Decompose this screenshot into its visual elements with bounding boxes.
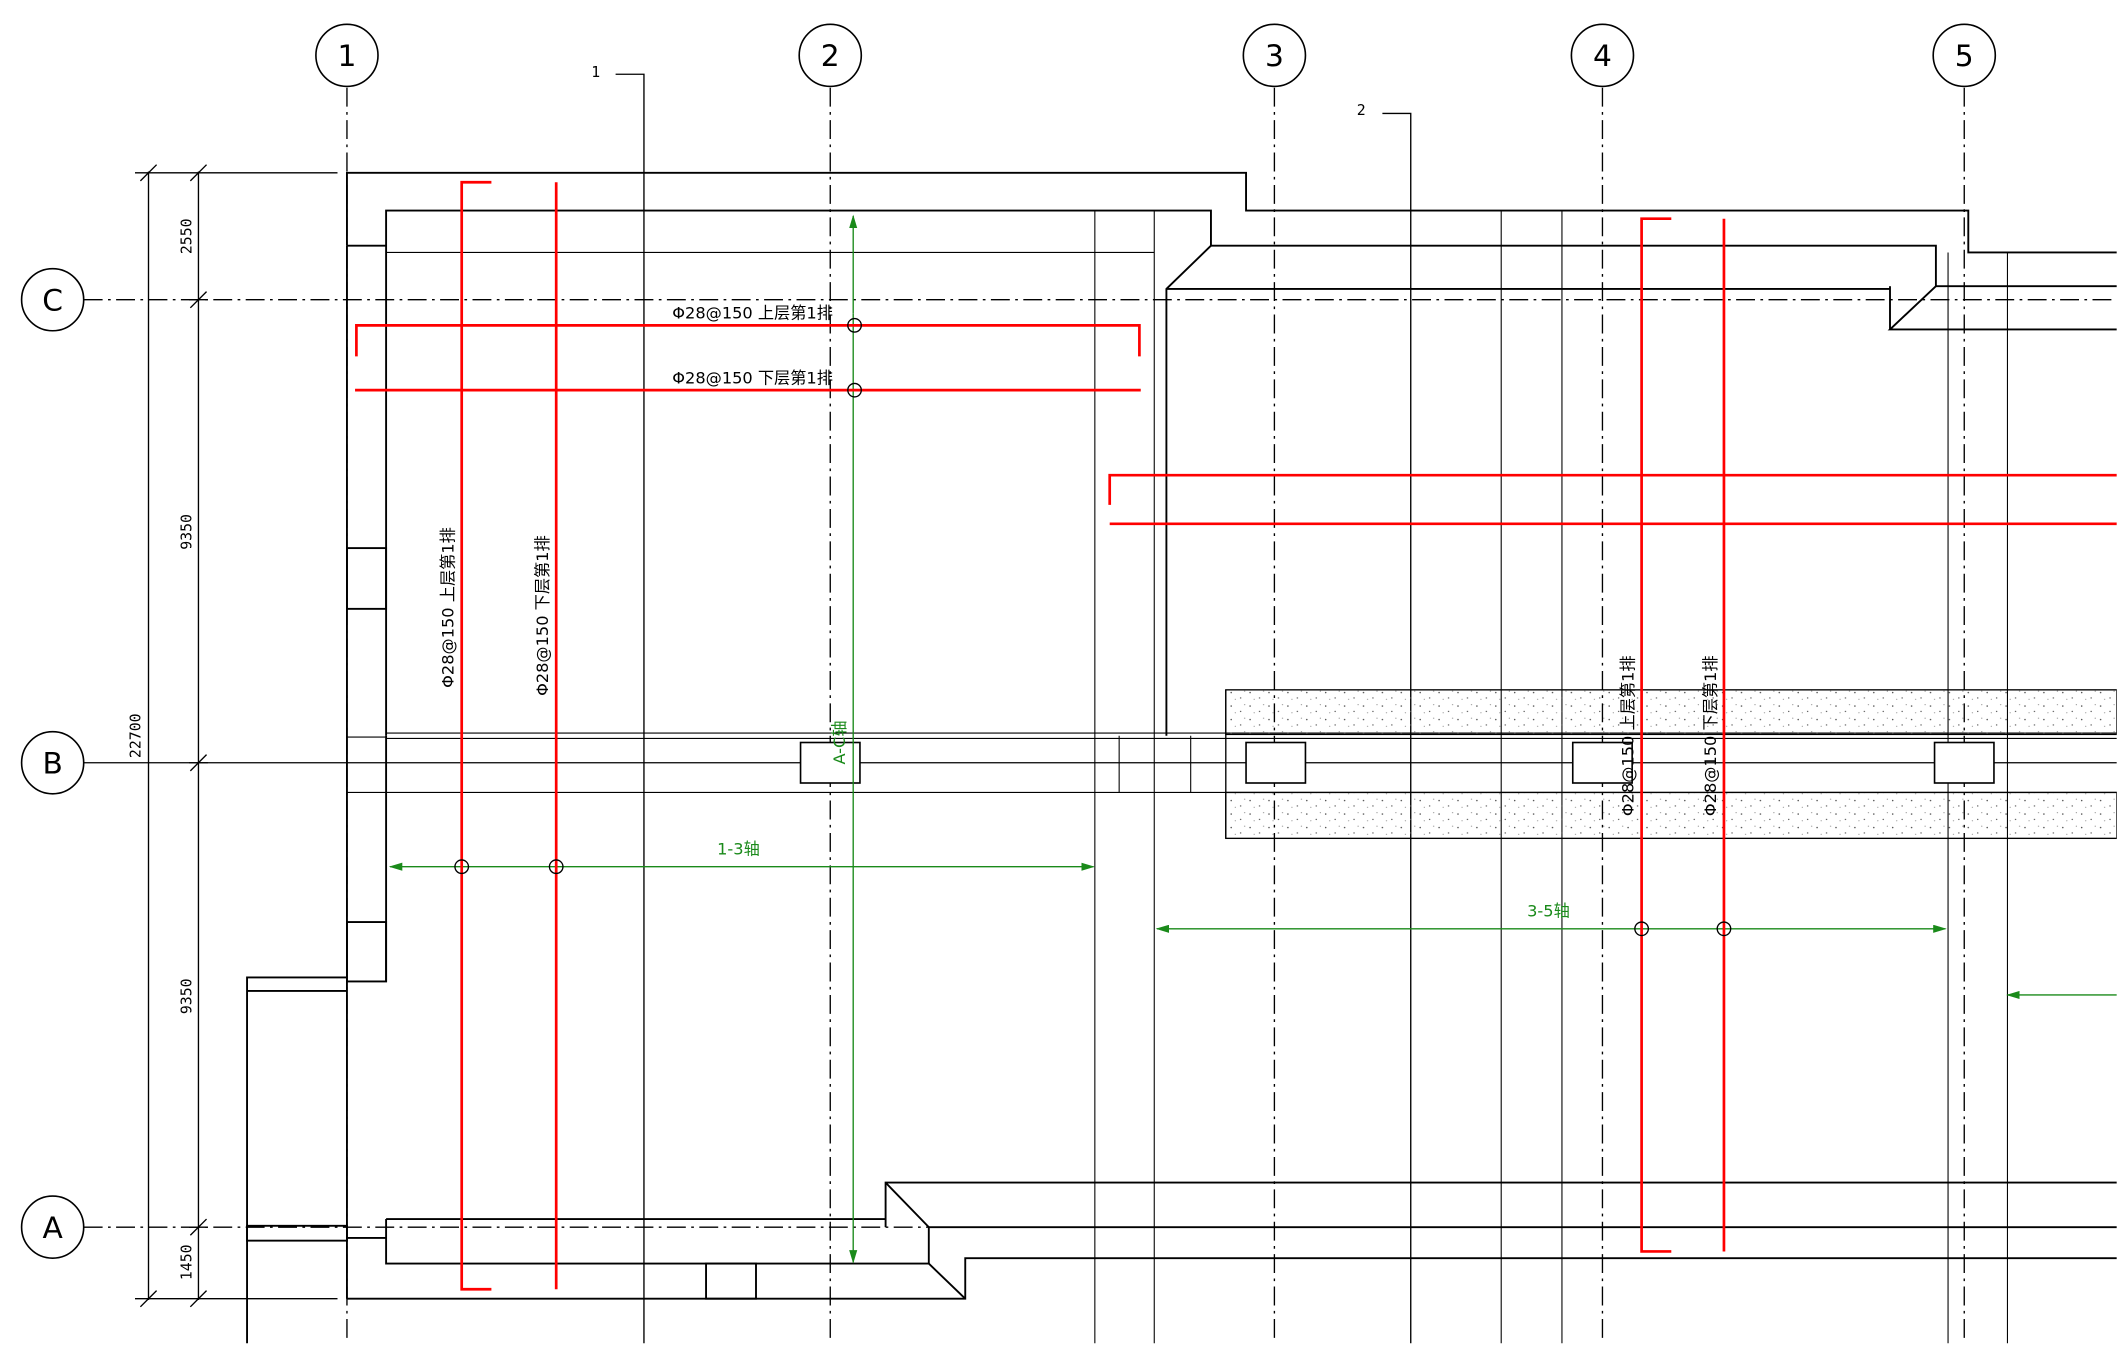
svg-text:5: 5	[1955, 39, 1974, 74]
axis-bubble-5: 5	[1932, 23, 1997, 88]
svg-text:2: 2	[821, 39, 840, 74]
svg-text:A: A	[42, 1211, 63, 1246]
structure-outline	[246, 171, 2117, 1344]
svg-text:1: 1	[591, 63, 600, 81]
svg-text:B: B	[42, 747, 62, 782]
section-mark-1: 1	[591, 63, 645, 1344]
axis-bubble-1: 1	[315, 23, 379, 88]
rebar-label-upper-vertical-right: Φ28@150 上层第1排	[1619, 655, 1638, 816]
rebar-label-lower-vertical-right: Φ28@150 下层第1排	[1701, 655, 1720, 816]
rebar-markers	[454, 317, 1732, 937]
svg-text:2: 2	[1357, 101, 1366, 119]
beam-band	[1225, 689, 2117, 840]
axis-bubble-b: B	[20, 730, 85, 795]
dim-2550: 2550	[178, 218, 196, 254]
axis-bubble-c: C	[20, 267, 85, 332]
range-label-3-5: 3-5轴	[1527, 902, 1570, 921]
range-label-a-c: A-C轴	[830, 720, 849, 764]
axis-bubble-a: A	[20, 1195, 85, 1260]
svg-text:C: C	[42, 284, 63, 319]
svg-text:3: 3	[1265, 39, 1284, 74]
interior-lines	[346, 210, 2117, 1344]
axis-bubble-3: 3	[1242, 23, 1307, 88]
dim-9350-upper: 9350	[178, 514, 196, 550]
svg-text:4: 4	[1593, 39, 1612, 74]
rebar-label-upper-vertical-left: Φ28@150 上层第1排	[439, 527, 458, 688]
dim-1450: 1450	[178, 1244, 196, 1280]
axis-bubble-2: 2	[798, 23, 863, 88]
svg-text:1: 1	[338, 39, 357, 74]
rebar-label-upper-horizontal: Φ28@150 上层第1排	[672, 304, 833, 323]
dim-9350-lower: 9350	[178, 978, 196, 1014]
range-label-1-3: 1-3轴	[717, 840, 760, 859]
rebar-label-lower-vertical-left: Φ28@150 下层第1排	[533, 535, 552, 696]
section-mark-2: 2	[1357, 101, 1412, 1344]
axis-bubble-4: 4	[1570, 23, 1635, 88]
rebar-label-lower-horizontal: Φ28@150 下层第1排	[672, 368, 833, 387]
dimension-chain	[135, 164, 338, 1308]
dim-22700: 22700	[126, 713, 144, 758]
rebar-lines	[355, 180, 2117, 1291]
column-boxes	[799, 741, 1995, 784]
green-dimension-lines	[388, 214, 2117, 1264]
